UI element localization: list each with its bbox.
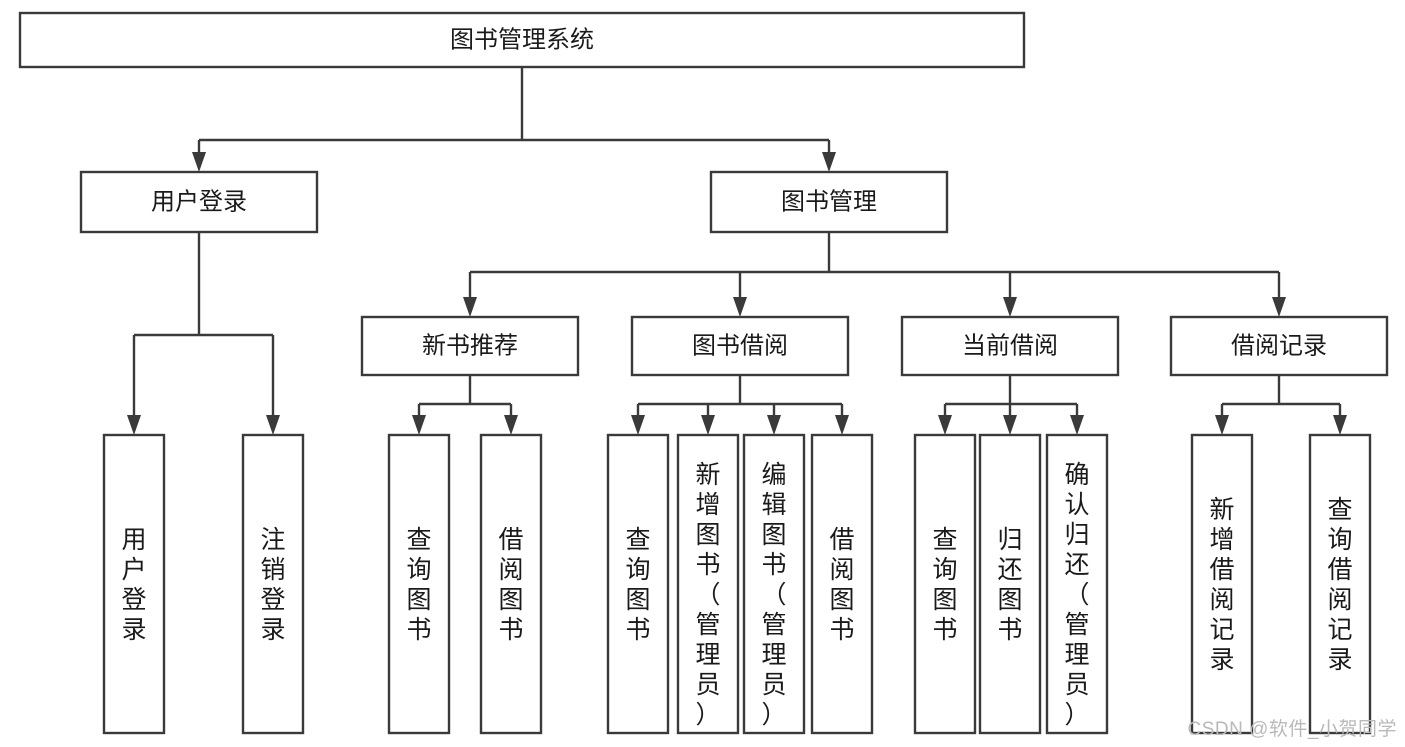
node-nbr-query-book[interactable]: 查询图书 [387, 433, 451, 735]
node-book-borrow[interactable]: 图书借阅 [630, 315, 850, 377]
node-label-user-login-login: 用户登录 [121, 526, 146, 644]
node-box-book-manage[interactable] [709, 170, 949, 234]
node-box-nbr-query-book[interactable] [387, 433, 451, 735]
connector-group-bb-to-leaves [631, 375, 849, 435]
node-box-root[interactable] [18, 11, 1026, 69]
node-user-login[interactable]: 用户登录 [79, 170, 319, 234]
connector-group-nbr-to-leaves [412, 375, 518, 435]
node-box-br-query-record[interactable] [1308, 433, 1372, 735]
node-label-new-book-recommend: 新书推荐 [422, 332, 518, 359]
node-box-cb-confirm-return[interactable] [1045, 433, 1109, 735]
connector-group-userlogin-to-leaves [127, 232, 280, 435]
node-label-user-login-logout: 注销登录 [260, 526, 285, 644]
node-bb-add-book[interactable]: 新增图书（管理员） [676, 433, 740, 735]
node-label-cb-query-book: 查询图书 [932, 526, 957, 644]
node-box-nbr-borrow-book[interactable] [479, 433, 543, 735]
node-box-bb-query-book[interactable] [606, 433, 670, 735]
node-label-bb-borrow-book: 借阅图书 [829, 526, 854, 644]
node-label-cb-confirm-return: 确认归还（管理员） [1064, 461, 1089, 729]
node-label-bb-query-book: 查询图书 [625, 526, 650, 644]
node-label-bb-edit-book: 编辑图书（管理员） [761, 461, 786, 729]
node-box-user-login[interactable] [79, 170, 319, 234]
connector-group-cb-to-leaves [938, 375, 1084, 435]
node-label-bb-add-book: 新增图书（管理员） [695, 461, 720, 729]
node-cb-confirm-return[interactable]: 确认归还（管理员） [1045, 433, 1109, 735]
connector-group-bookmanage-to-level3 [463, 232, 1286, 317]
node-root[interactable]: 图书管理系统 [18, 11, 1026, 69]
node-cb-query-book[interactable]: 查询图书 [913, 433, 977, 735]
node-cb-return-book[interactable]: 归还图书 [978, 433, 1042, 735]
node-label-br-query-record: 查询借阅记录 [1327, 496, 1352, 674]
node-box-bb-edit-book[interactable] [742, 433, 806, 735]
node-label-br-add-record: 新增借阅记录 [1209, 496, 1234, 674]
node-box-borrow-record[interactable] [1169, 315, 1389, 377]
node-box-cb-query-book[interactable] [913, 433, 977, 735]
connector-group-root-to-level2 [192, 67, 836, 172]
node-bb-query-book[interactable]: 查询图书 [606, 433, 670, 735]
node-new-book-recommend[interactable]: 新书推荐 [360, 315, 580, 377]
node-box-bb-add-book[interactable] [676, 433, 740, 735]
node-box-user-login-login[interactable] [102, 433, 166, 735]
connector-group-br-to-leaves [1215, 375, 1347, 435]
node-bb-borrow-book[interactable]: 借阅图书 [810, 433, 874, 735]
node-label-root: 图书管理系统 [450, 26, 594, 53]
node-box-user-login-logout[interactable] [241, 433, 305, 735]
node-box-bb-borrow-book[interactable] [810, 433, 874, 735]
node-borrow-record[interactable]: 借阅记录 [1169, 315, 1389, 377]
node-bb-edit-book[interactable]: 编辑图书（管理员） [742, 433, 806, 735]
node-box-cb-return-book[interactable] [978, 433, 1042, 735]
node-box-current-borrow[interactable] [900, 315, 1120, 377]
node-label-borrow-record: 借阅记录 [1231, 332, 1327, 359]
node-box-book-borrow[interactable] [630, 315, 850, 377]
node-user-login-login[interactable]: 用户登录 [102, 433, 166, 735]
node-label-user-login: 用户登录 [151, 188, 247, 215]
node-label-nbr-borrow-book: 借阅图书 [498, 526, 523, 644]
node-user-login-logout[interactable]: 注销登录 [241, 433, 305, 735]
node-book-manage[interactable]: 图书管理 [709, 170, 949, 234]
node-nbr-borrow-book[interactable]: 借阅图书 [479, 433, 543, 735]
node-current-borrow[interactable]: 当前借阅 [900, 315, 1120, 377]
node-box-new-book-recommend[interactable] [360, 315, 580, 377]
node-box-br-add-record[interactable] [1190, 433, 1254, 735]
node-label-current-borrow: 当前借阅 [962, 332, 1058, 359]
node-br-query-record[interactable]: 查询借阅记录 [1308, 433, 1372, 735]
node-label-nbr-query-book: 查询图书 [406, 526, 431, 644]
node-br-add-record[interactable]: 新增借阅记录 [1190, 433, 1254, 735]
node-label-book-manage: 图书管理 [781, 188, 877, 215]
node-label-book-borrow: 图书借阅 [692, 332, 788, 359]
node-label-cb-return-book: 归还图书 [997, 526, 1022, 644]
